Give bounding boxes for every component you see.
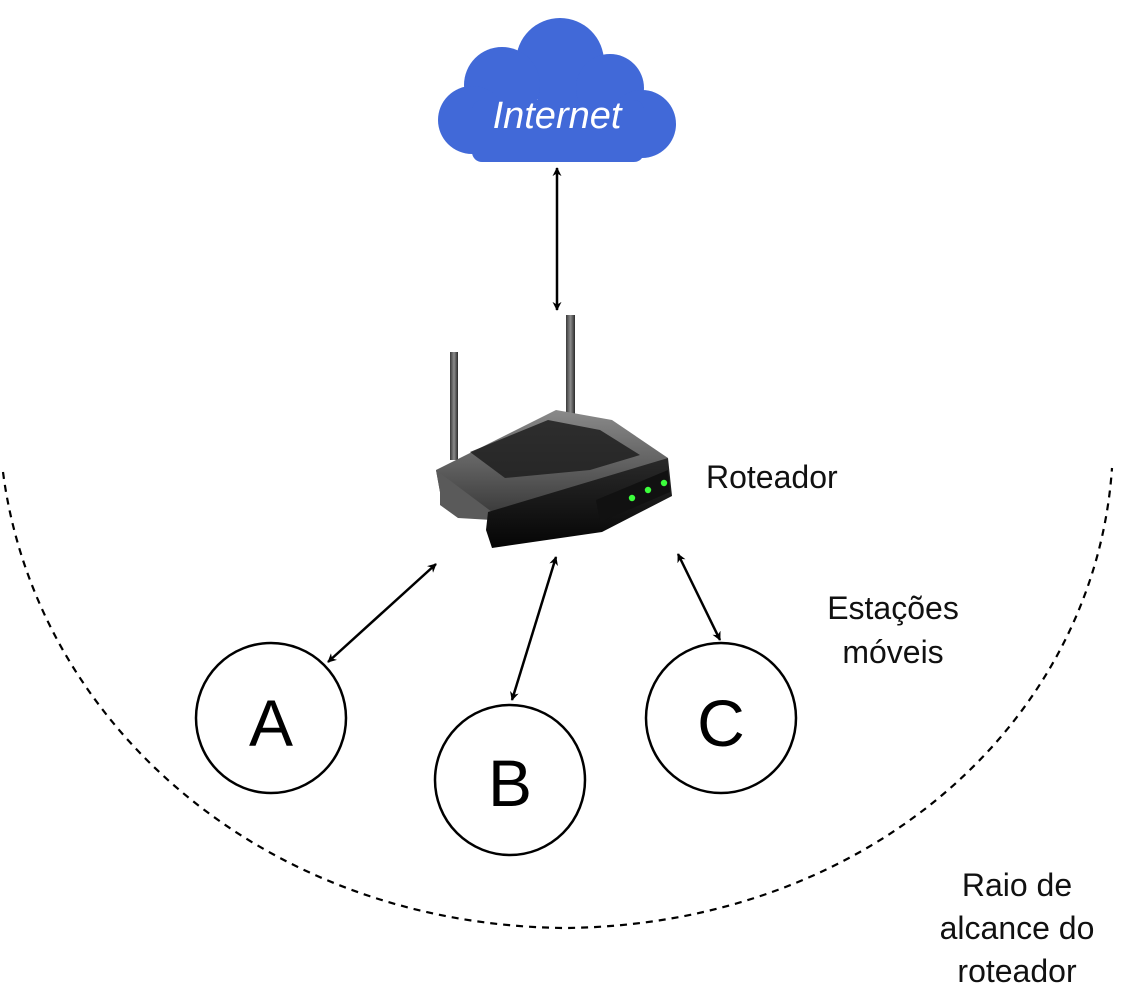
station-b-label: B <box>488 746 532 820</box>
range-label-line2: alcance do <box>940 910 1095 946</box>
router-label: Roteador <box>706 459 838 495</box>
router-icon <box>436 315 672 548</box>
stations-label-line2: móveis <box>842 634 943 670</box>
range-label-line3: roteador <box>957 953 1077 989</box>
cloud-icon <box>438 18 676 162</box>
station-c-label: C <box>697 686 745 760</box>
station-a: A <box>194 641 348 795</box>
station-a-label: A <box>249 686 293 760</box>
internet-label: Internet <box>493 95 623 137</box>
internet-cloud: Internet <box>438 18 676 162</box>
station-b: B <box>433 703 587 857</box>
range-label-line1: Raio de <box>962 867 1072 903</box>
router-range-boundary <box>1 467 1114 930</box>
router-station-a-arrow <box>327 563 437 663</box>
router-station-c-arrow <box>676 553 722 641</box>
stations-label-line1: Estações <box>827 590 959 626</box>
station-c: C <box>644 641 798 795</box>
router-station-b-arrow <box>510 556 558 701</box>
